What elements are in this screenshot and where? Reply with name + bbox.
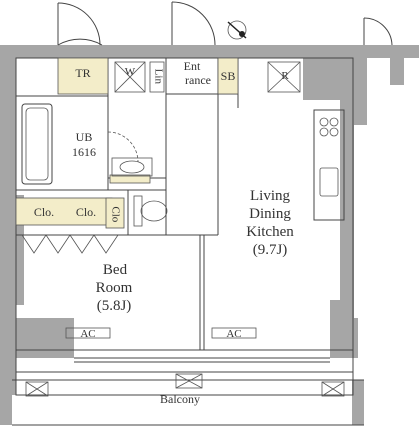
bedroom-label-2: Room xyxy=(95,280,133,296)
entrance-doors xyxy=(57,1,393,46)
north-arrow-icon xyxy=(227,20,247,40)
closet-label-3: Clo xyxy=(109,206,122,223)
ldk-label-1: Living xyxy=(250,188,290,204)
bathtub xyxy=(21,103,53,185)
bedroom-label-1: Bed xyxy=(102,262,128,278)
sb-label: SB xyxy=(220,69,236,83)
bedroom-label-3: (5.8J) xyxy=(96,298,132,314)
ac-label-living: AC xyxy=(226,328,242,340)
closet-doors xyxy=(21,234,119,254)
toilet xyxy=(133,195,168,227)
ldk-label-2: Dining xyxy=(249,206,291,222)
lin-label: Lin xyxy=(152,68,165,84)
ub-label-2: 1616 xyxy=(72,145,96,159)
balcony-label: Balcony xyxy=(160,392,200,406)
washer-label: W xyxy=(124,66,136,78)
closet-label-1: Clo. xyxy=(33,205,55,219)
storage-blocks xyxy=(15,57,239,229)
partitions xyxy=(12,57,364,426)
laundry-area xyxy=(114,61,301,93)
ac-outdoor-units xyxy=(25,373,345,397)
ldk-label-3: Kitchen xyxy=(246,224,294,240)
washbasin xyxy=(107,131,153,177)
kitchen-counter xyxy=(313,109,345,221)
indoor-ac-units xyxy=(65,327,257,339)
entrance-label-1: Ent xyxy=(183,59,201,73)
ac-label-bedroom: AC xyxy=(80,328,96,340)
refrigerator-label: R xyxy=(281,70,289,82)
ub-label-1: UB xyxy=(75,130,93,144)
entrance-label-2: rance xyxy=(185,73,211,87)
tr-label: TR xyxy=(75,66,91,80)
closet-label-2: Clo. xyxy=(75,205,97,219)
ldk-label-4: (9.7J) xyxy=(252,242,288,258)
